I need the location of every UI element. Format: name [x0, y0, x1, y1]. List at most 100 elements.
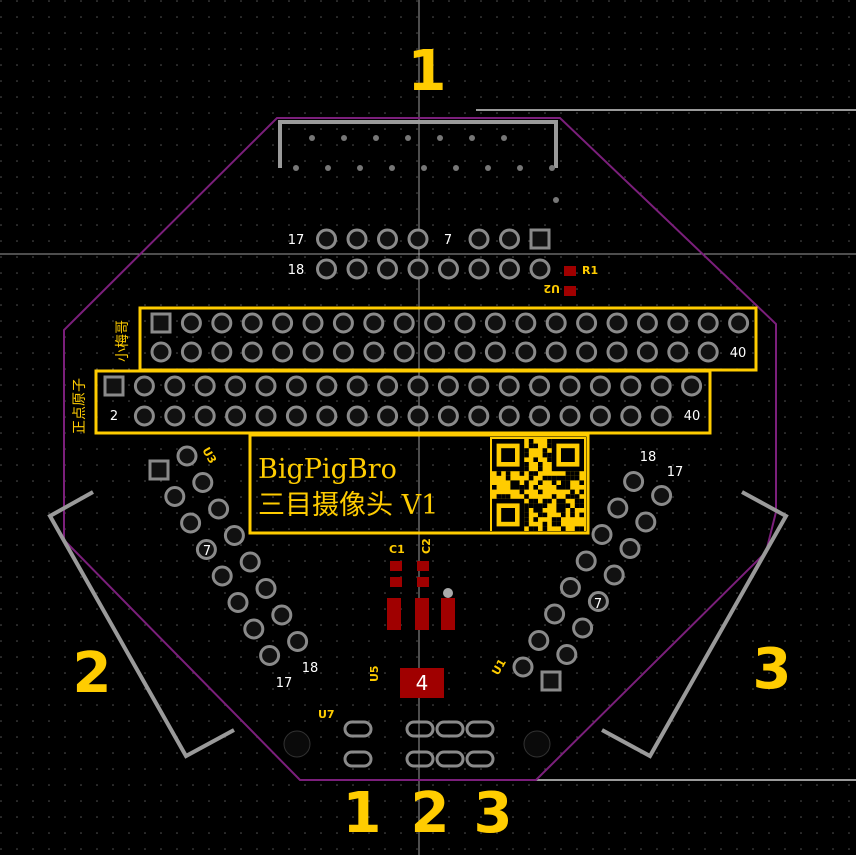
ldo-pin1-marker: [443, 588, 453, 598]
header-pad: [576, 312, 598, 334]
qr-module: [570, 508, 575, 513]
view-label-top: 1: [408, 39, 447, 104]
qr-module: [565, 480, 571, 485]
qr-finder: [491, 498, 525, 532]
camera-pad: [512, 656, 534, 678]
camera-pad: [176, 445, 198, 467]
qr-module: [519, 485, 525, 490]
qr-module: [547, 475, 552, 481]
qr-module: [551, 480, 557, 485]
board-subtitle: 三目摄像头 V1: [258, 490, 438, 521]
right-camera-bracket: [601, 490, 789, 759]
header-pad: [302, 341, 324, 363]
qr-module: [524, 494, 529, 499]
qr-module: [565, 503, 571, 508]
qr-module: [533, 526, 538, 531]
header-pad: [498, 375, 520, 397]
qr-module: [551, 517, 557, 522]
qr-module: [556, 475, 561, 481]
qr-module: [533, 503, 538, 508]
camera-pad: [239, 551, 261, 573]
camera-connector-top: [316, 228, 551, 280]
qr-module: [579, 489, 584, 495]
header-lower-end-label: 40: [684, 409, 701, 424]
header-pad: [150, 312, 172, 334]
header-pad: [424, 341, 446, 363]
header-pad: [697, 341, 719, 363]
c1-designator: C1: [389, 543, 405, 556]
bottom-oval-pads: [343, 720, 495, 768]
qr-module: [528, 526, 534, 531]
top-connector-frame: [278, 120, 558, 168]
header-pad: [576, 341, 598, 363]
qr-module: [542, 498, 548, 504]
c2-pad-b: [417, 577, 429, 587]
qr-module: [533, 498, 538, 504]
camera-connector-left: [148, 445, 309, 666]
qr-module: [519, 489, 525, 495]
header-pad: [636, 341, 658, 363]
qr-module: [547, 498, 552, 504]
u5-designator: U5: [368, 665, 381, 682]
qr-module: [533, 485, 538, 490]
header-pad: [133, 405, 155, 427]
header-pad: [225, 405, 247, 427]
camera-pad: [243, 618, 265, 640]
qr-module: [579, 480, 584, 485]
qr-module: [574, 526, 580, 531]
view-label-bottom-1: 1: [343, 781, 382, 846]
camera-pad: [635, 511, 657, 533]
camera-pad: [438, 258, 459, 280]
header-pad: [667, 341, 689, 363]
r1-pad-a: [564, 266, 576, 276]
qr-module: [556, 503, 561, 508]
ldo-pad-2: [415, 598, 429, 630]
camera-pad: [559, 577, 581, 598]
c2-designator: C2: [420, 538, 433, 554]
camera-pad: [468, 258, 490, 280]
camera-pad: [211, 565, 233, 587]
view-label-bottom-3: 3: [474, 781, 513, 846]
side-label-upper: 小梅哥: [115, 320, 131, 362]
camera-pad: [223, 525, 245, 546]
pin-label-17-top: 17: [288, 233, 305, 248]
qr-finder: [551, 438, 584, 472]
r1-designator: R1: [582, 264, 598, 277]
header-pad: [180, 341, 202, 363]
qr-module: [524, 517, 529, 522]
header-pad: [302, 312, 324, 334]
qr-module: [533, 443, 538, 449]
header-pad: [150, 341, 172, 363]
qr-module: [556, 508, 561, 513]
header-pad: [103, 375, 125, 397]
header-pad: [285, 375, 307, 397]
right-pin-label-18: 18: [640, 450, 657, 465]
u2-designator: U2: [543, 282, 560, 295]
header-pad: [241, 312, 263, 334]
qr-finder: [491, 438, 525, 472]
qr-module: [565, 485, 571, 490]
camera-pad: [346, 258, 368, 280]
r1-pad-b: [564, 286, 576, 296]
qr-module: [556, 517, 561, 522]
pin-label-18-top: 18: [288, 263, 305, 278]
camera-pad: [499, 228, 520, 250]
qr-module: [538, 480, 543, 485]
qr-module: [524, 466, 529, 472]
qr-module: [510, 480, 515, 485]
header-pad: [407, 405, 429, 427]
title-block: [248, 433, 590, 535]
header-pad: [589, 405, 611, 427]
qr-module: [524, 452, 529, 458]
header-pad: [377, 375, 399, 397]
header-pad: [194, 375, 216, 397]
camera-pad: [316, 228, 337, 250]
qr-module: [561, 508, 566, 513]
camera-pad: [164, 486, 186, 507]
header-pad: [667, 312, 689, 334]
left-pin-label-18: 18: [302, 661, 319, 676]
pin-label-7-top: 7: [444, 233, 452, 248]
header-pad: [285, 405, 307, 427]
qr-module: [533, 457, 538, 462]
